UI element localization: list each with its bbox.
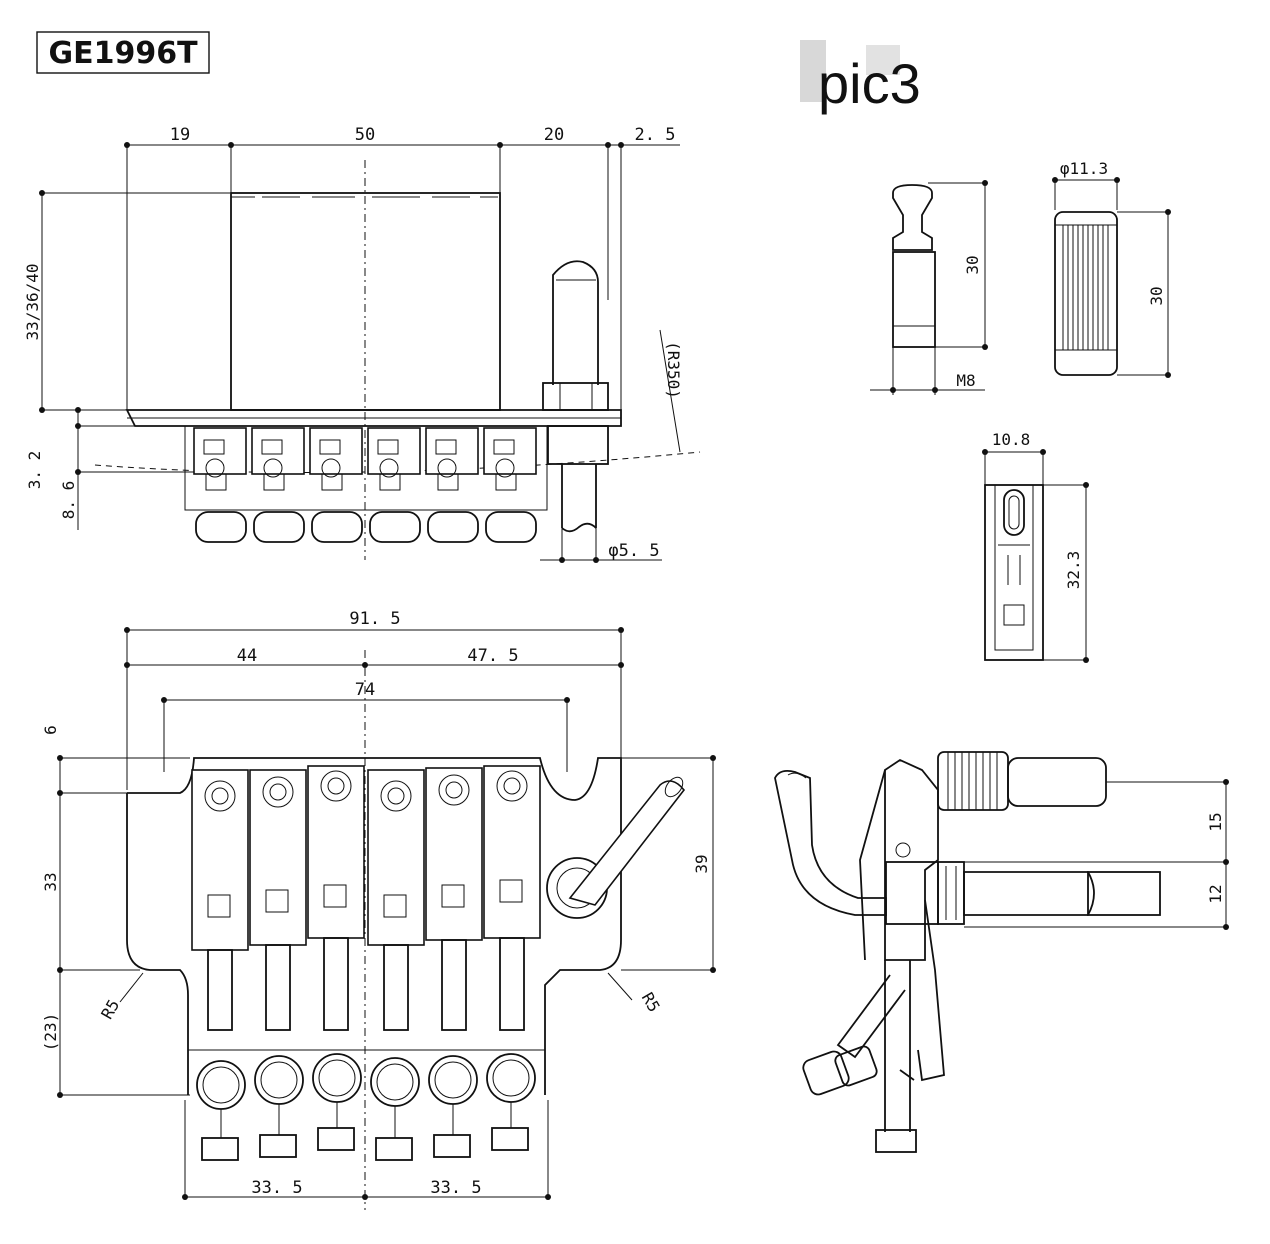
dim-91-5: 91. 5: [349, 609, 400, 629]
knob-height-dim: 30: [1147, 286, 1166, 305]
stud-height-dim: 30: [963, 255, 982, 274]
dim-47-5: 47. 5: [467, 646, 518, 666]
dim-6: 6: [41, 725, 60, 735]
dim-23: (23): [41, 1013, 60, 1052]
dim-3-2: 3. 2: [25, 451, 44, 490]
dim-height-33-36-40: 33/36/40: [23, 263, 42, 340]
saddle-housing: [184, 425, 548, 511]
top-view: 91. 5 44 47. 5 74 6 33 (23) 39: [41, 609, 716, 1210]
saddles-top: [191, 765, 541, 951]
dim-r5-right: R5: [638, 989, 664, 1015]
stud-post: [552, 260, 599, 385]
dim-2-5: 2. 5: [635, 125, 676, 145]
string-bars: [207, 937, 525, 1031]
saddle-part: 10.8 32.3: [982, 430, 1089, 663]
dim-33-5-right: 33. 5: [430, 1178, 481, 1198]
dim-33: 33: [41, 872, 60, 891]
profile-view: 15 12: [774, 751, 1229, 1153]
blur-mark-2: [866, 45, 900, 75]
tremolo-arm-top: [546, 776, 686, 919]
header: GE1996T pic3: [36, 31, 921, 115]
saddle-length-dim: 32.3: [1064, 551, 1083, 590]
dim-44: 44: [237, 646, 257, 666]
stud-thread-dim: M8: [956, 371, 975, 390]
dim-r350: (R350): [664, 341, 683, 399]
side-view: 19 50 20 2. 5 33/36/40 3. 2 8. 6: [23, 125, 701, 563]
radius-arc: [94, 451, 701, 474]
dim-39: 39: [692, 854, 711, 873]
saddles-side: [193, 427, 537, 491]
dim-8-6: 8. 6: [59, 481, 78, 520]
blur-mark: [800, 40, 826, 102]
model-title: GE1996T: [48, 36, 198, 71]
profile-dim-15: 15: [1206, 812, 1225, 831]
knob-part: φ11.3 30: [1052, 159, 1171, 378]
tremolo-arm-side: [774, 769, 887, 916]
model-title-box: [36, 31, 210, 74]
dim-19: 19: [170, 125, 190, 145]
knob-dia-dim: φ11.3: [1060, 159, 1108, 178]
saddle-width-dim: 10.8: [992, 430, 1031, 449]
stud-part: 30 M8: [870, 180, 988, 395]
dim-20: 20: [544, 125, 564, 145]
pic-label: pic3: [818, 52, 921, 115]
fine-tuners-side: [195, 511, 537, 543]
dim-33-5-left: 33. 5: [251, 1178, 302, 1198]
profile-dim-12: 12: [1206, 884, 1225, 903]
base-plate: [125, 409, 622, 427]
fine-tuners-top: [196, 1053, 536, 1161]
dim-50: 50: [355, 125, 375, 145]
dim-r5-left: R5: [97, 996, 123, 1022]
dim-post-dia: φ5. 5: [608, 541, 659, 561]
stud-nut: [542, 382, 609, 411]
